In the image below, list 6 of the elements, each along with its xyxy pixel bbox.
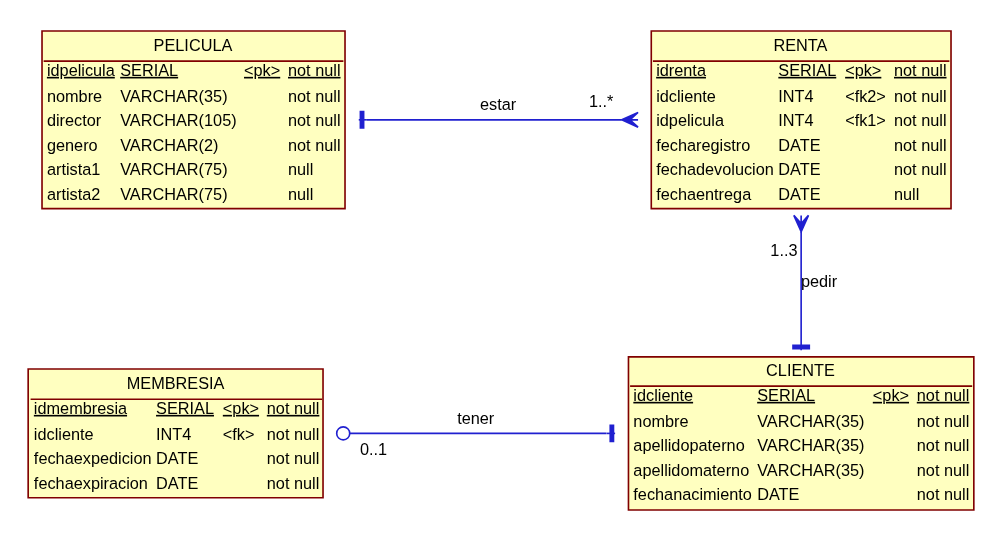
edge-label: tener [457,408,495,427]
label: 1..3 [770,240,798,259]
label: 1..* [588,91,614,110]
edge-label: pedir [800,271,838,290]
edge-label: estar [480,94,517,113]
label: 0..1 [360,439,388,458]
